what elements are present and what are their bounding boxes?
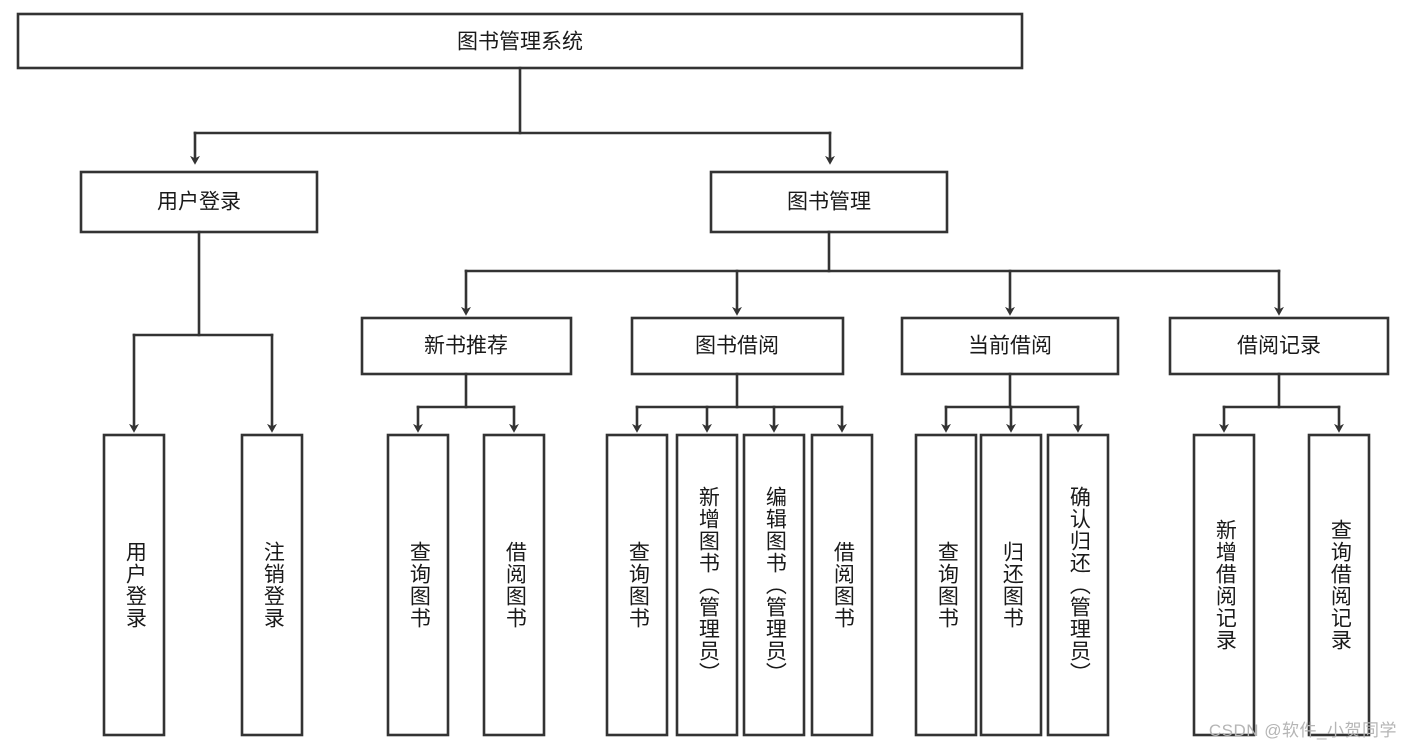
leaf-box-book-borrow-4[interactable]	[810, 433, 874, 737]
node-user-login[interactable]: 用户登录	[79, 170, 319, 234]
leaf-box-new-book-2[interactable]	[482, 433, 546, 737]
node-root[interactable]: 图书管理系统	[16, 12, 1024, 70]
leaf-box-current-borrow-3[interactable]	[1046, 433, 1110, 737]
node-new-book-recommend[interactable]: 新书推荐	[360, 316, 573, 376]
leaf-box-user-login-2[interactable]	[240, 433, 304, 737]
node-borrow-record[interactable]: 借阅记录	[1168, 316, 1390, 376]
node-book-manage-box[interactable]	[709, 170, 949, 234]
node-current-borrow-box[interactable]	[900, 316, 1120, 376]
leaf-box-current-borrow-2[interactable]	[979, 433, 1043, 737]
leaf-box-user-login-1[interactable]	[102, 433, 166, 737]
node-book-borrow-label: 图书借阅	[695, 335, 779, 358]
leaf-box-borrow-record-1[interactable]	[1192, 433, 1256, 737]
node-book-borrow[interactable]: 图书借阅	[630, 316, 845, 376]
leaf-box-current-borrow-1[interactable]	[914, 433, 978, 737]
node-current-borrow[interactable]: 当前借阅	[900, 316, 1120, 376]
node-borrow-record-box[interactable]	[1168, 316, 1390, 376]
node-current-borrow-label: 当前借阅	[968, 335, 1052, 358]
node-new-book-recommend-label: 新书推荐	[424, 335, 508, 358]
leaf-box-book-borrow-2[interactable]	[675, 433, 739, 737]
node-root-box[interactable]	[16, 12, 1024, 70]
node-root-label: 图书管理系统	[457, 31, 583, 54]
node-user-login-label: 用户登录	[157, 191, 241, 214]
leaf-box-borrow-record-2[interactable]	[1307, 433, 1371, 737]
node-borrow-record-label: 借阅记录	[1237, 335, 1321, 358]
leaf-box-book-borrow-1[interactable]	[605, 433, 669, 737]
csdn-watermark: CSDN @软件_小贺同学	[1208, 721, 1397, 740]
node-book-manage[interactable]: 图书管理	[709, 170, 949, 234]
leaf-box-new-book-1[interactable]	[386, 433, 450, 737]
node-book-manage-label: 图书管理	[787, 191, 871, 214]
node-new-book-recommend-box[interactable]	[360, 316, 573, 376]
leaf-box-book-borrow-3[interactable]	[742, 433, 806, 737]
node-book-borrow-box[interactable]	[630, 316, 845, 376]
